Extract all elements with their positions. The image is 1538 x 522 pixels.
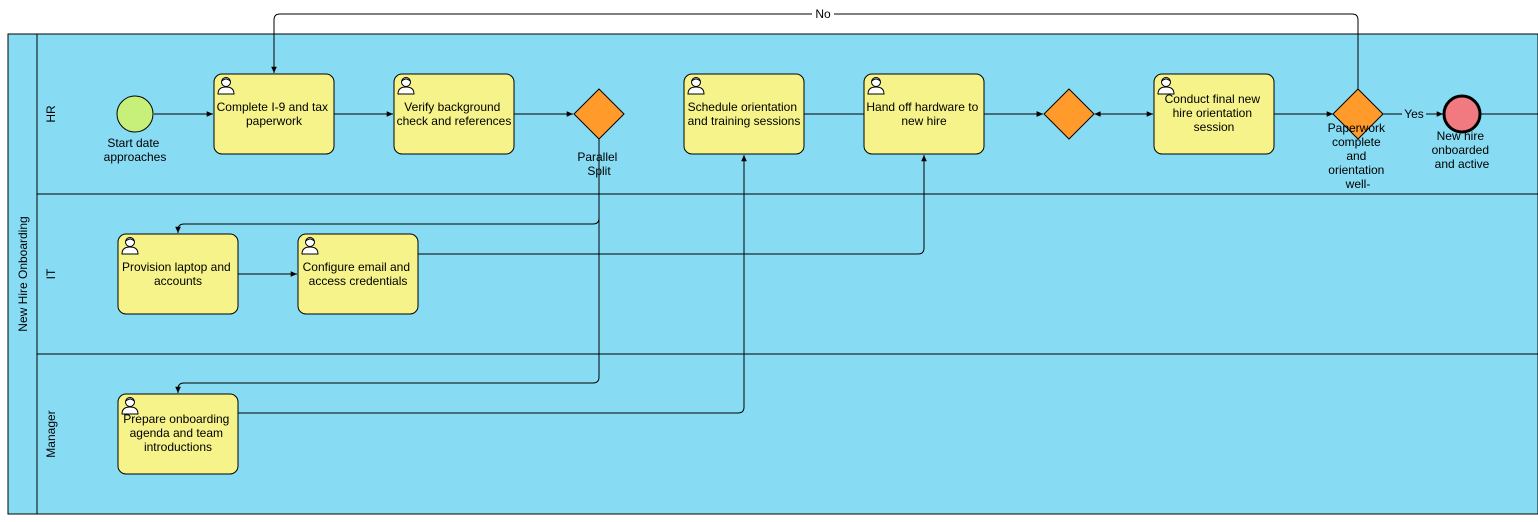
label-line: introductions <box>144 440 212 454</box>
label-line: check and references <box>397 114 512 128</box>
pool-header <box>7 33 38 515</box>
task-agenda[interactable] <box>117 393 239 475</box>
label-line: session <box>1194 120 1235 134</box>
edge-label-yes: Yes <box>1404 107 1424 121</box>
task-provision-label: Provision laptop and accounts <box>122 260 234 288</box>
label-line: agenda and team <box>130 426 223 440</box>
task-final-orientation[interactable] <box>1153 73 1275 155</box>
label-line: new hire <box>901 114 947 128</box>
task-provision[interactable] <box>117 233 239 315</box>
lane-manager-label: Manager <box>44 410 58 457</box>
label-line: Hand off hardware to <box>866 100 978 114</box>
label-line: and training sessions <box>688 114 801 128</box>
label-line: orientation <box>1328 163 1384 177</box>
lane-manager <box>36 353 1538 515</box>
gateway-join[interactable] <box>1043 88 1095 140</box>
edge-configure-to-handoff[interactable] <box>418 155 927 255</box>
gateway-parallel-split-label: Parallel Split <box>577 150 620 178</box>
label-line: access credentials <box>309 274 408 288</box>
start-event-label: Start date approaches <box>104 136 167 164</box>
lane-it-label: IT <box>44 268 58 279</box>
no-label-bg <box>812 8 834 20</box>
yes-label-bg <box>1402 107 1426 120</box>
label-line: hire orientation <box>1173 106 1252 120</box>
user-icon <box>301 237 319 255</box>
label-line: Start date <box>107 136 159 150</box>
user-icon <box>687 77 705 95</box>
label-line: Complete I-9 and tax <box>217 100 328 114</box>
user-icon <box>121 397 139 415</box>
end-event[interactable] <box>1442 94 1482 134</box>
user-icon <box>121 237 139 255</box>
label-line: well- <box>1345 177 1371 191</box>
gateway-paperwork-check-label: Paperwork complete and orientation well- <box>1328 121 1389 191</box>
task-paperwork[interactable] <box>213 73 335 155</box>
edge-agenda-to-schedule[interactable] <box>238 155 747 414</box>
label-line: paperwork <box>246 114 303 128</box>
label-line: approaches <box>104 150 167 164</box>
label-line: Split <box>587 164 611 178</box>
label-line: and active <box>1435 157 1490 171</box>
label-line: Paperwork <box>1328 121 1386 135</box>
label-line: Verify background <box>404 100 500 114</box>
label-line: New hire <box>1437 129 1485 143</box>
task-schedule-label: Schedule orientation and training sessio… <box>688 100 801 128</box>
task-background-label: Verify background check and references <box>397 100 512 128</box>
end-event-label: New hire onboarded and active <box>1432 129 1493 171</box>
task-agenda-label: Prepare onboarding agenda and team intro… <box>123 412 232 454</box>
label-line: Parallel <box>577 150 617 164</box>
task-handoff[interactable] <box>863 73 985 155</box>
label-line: complete <box>1332 135 1381 149</box>
task-schedule[interactable] <box>683 73 805 155</box>
task-final-orientation-label: Conduct final new hire orientation sessi… <box>1165 92 1264 134</box>
task-configure-label: Configure email and access credentials <box>303 260 414 288</box>
label-line: Schedule orientation <box>688 100 797 114</box>
label-line: Conduct final new <box>1165 92 1261 106</box>
user-icon <box>397 77 415 95</box>
edges <box>154 13 1538 414</box>
label-line: accounts <box>154 274 202 288</box>
gateway-paperwork-check[interactable] <box>1332 88 1384 140</box>
pool: New Hire Onboarding HR IT Manager <box>7 33 1538 515</box>
task-handoff-label: Hand off hardware to new hire <box>866 100 981 128</box>
user-icon <box>1157 77 1175 95</box>
edge-split-to-agenda[interactable] <box>175 138 600 393</box>
label-line: Prepare onboarding <box>123 412 229 426</box>
label-line: onboarded <box>1432 143 1489 157</box>
lane-hr-label: HR <box>44 105 58 123</box>
task-background[interactable] <box>393 73 515 155</box>
gateway-parallel-split[interactable] <box>573 88 625 140</box>
user-icon <box>217 77 235 95</box>
task-paperwork-label: Complete I-9 and tax paperwork <box>217 100 332 128</box>
label-line: Provision laptop and <box>122 260 231 274</box>
user-icon <box>867 77 885 95</box>
user-icons <box>121 77 1175 415</box>
start-event[interactable] <box>116 95 154 133</box>
task-configure[interactable] <box>297 233 419 315</box>
pool-title: New Hire Onboarding <box>16 216 30 331</box>
edge-label-no: No <box>815 7 831 21</box>
label-line: and <box>1346 149 1366 163</box>
label-line: Configure email and <box>303 260 410 274</box>
